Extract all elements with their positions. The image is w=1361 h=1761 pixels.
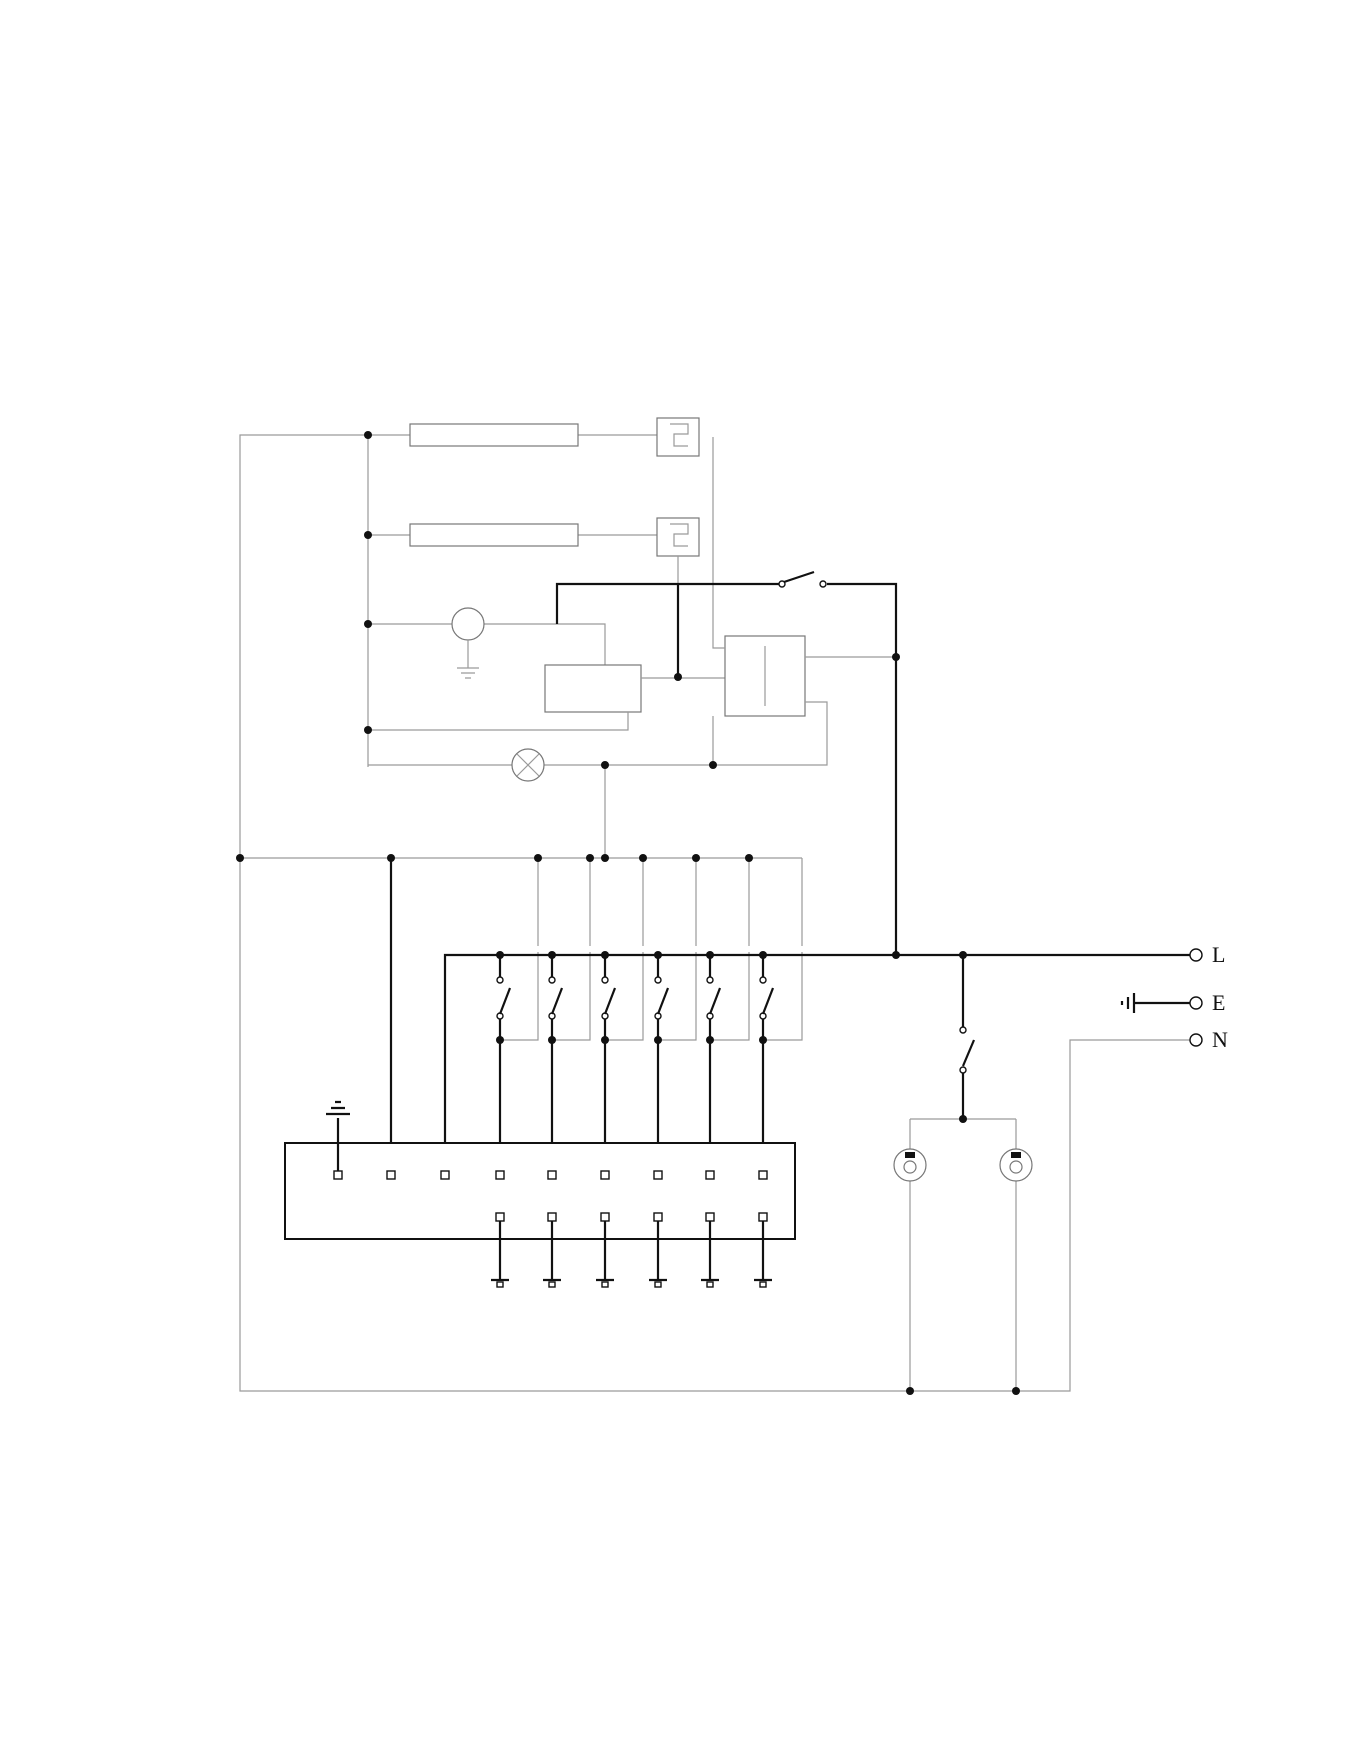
oven-lamp-1-cap bbox=[905, 1152, 915, 1158]
oven-lamp-2-inner bbox=[1010, 1161, 1022, 1173]
burner-electrodes bbox=[491, 1280, 772, 1287]
branch-5 bbox=[710, 858, 749, 1040]
branch-1 bbox=[500, 858, 538, 1040]
terminal-n-connector bbox=[1190, 1034, 1202, 1046]
board-ground-symbol bbox=[326, 1102, 350, 1114]
terminal-board bbox=[285, 1102, 795, 1287]
supply-terminals: L E N bbox=[1190, 942, 1228, 1052]
terminal-n-label: N bbox=[1212, 1027, 1228, 1052]
oven-lamps bbox=[894, 1119, 1032, 1391]
oven-lamp-1-inner bbox=[904, 1161, 916, 1173]
terminal-e-label: E bbox=[1212, 990, 1225, 1015]
heater-element-2 bbox=[410, 524, 578, 546]
lamp-switch-blade bbox=[963, 1040, 974, 1066]
branch-3 bbox=[605, 858, 643, 1040]
motor-wire bbox=[368, 624, 605, 665]
branch-4 bbox=[658, 858, 696, 1040]
heater-element-1 bbox=[410, 424, 578, 446]
left-return-wire bbox=[240, 435, 1192, 1391]
terminal-l-connector bbox=[1190, 949, 1202, 961]
fan-motor bbox=[452, 608, 484, 640]
terminal-l-label: L bbox=[1212, 942, 1225, 967]
main-switch-contact-right bbox=[820, 581, 826, 587]
branch-2 bbox=[552, 858, 590, 1040]
terminal-e-connector bbox=[1190, 997, 1202, 1009]
branch-6 bbox=[763, 858, 802, 1040]
earth-terminal-symbol bbox=[1122, 993, 1192, 1013]
main-switch-blade bbox=[784, 572, 814, 582]
control-module bbox=[545, 665, 641, 712]
motor-ground-symbol bbox=[457, 640, 479, 678]
lamp-switch-contact-top bbox=[960, 1027, 966, 1033]
lamp-feed-wire bbox=[910, 1119, 1016, 1391]
earth-bars bbox=[1122, 993, 1134, 1013]
oven-lamp-2-cap bbox=[1011, 1152, 1021, 1158]
lower-thin-bus bbox=[240, 858, 802, 1040]
lamp-switch-contact-bottom bbox=[960, 1067, 966, 1073]
upper-control-circuit bbox=[240, 418, 1192, 1391]
live-bus-switches bbox=[391, 858, 1192, 1175]
terminal-board-frame bbox=[285, 1143, 795, 1239]
junction-dots bbox=[236, 431, 1020, 1395]
